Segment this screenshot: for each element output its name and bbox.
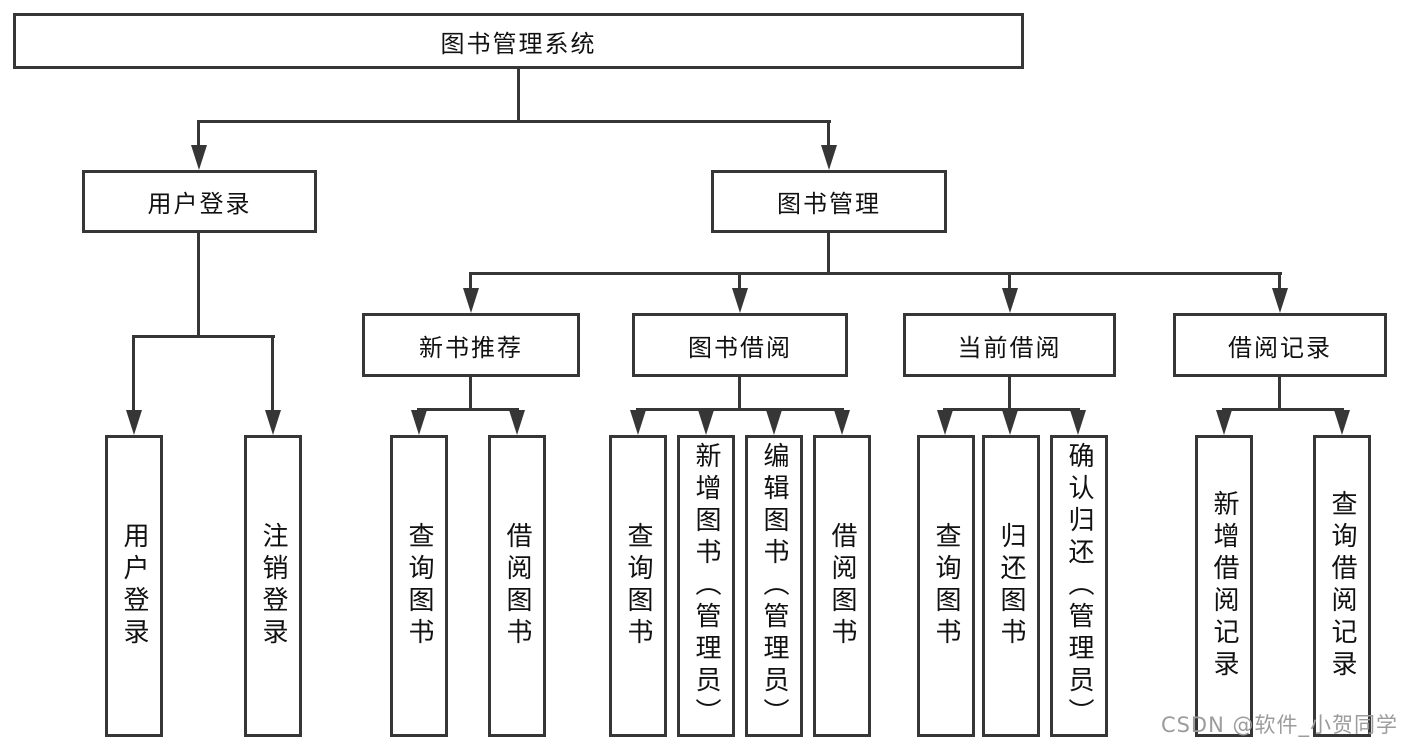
arrow-down-icon bbox=[191, 145, 207, 170]
connector-line bbox=[469, 272, 472, 288]
arrow-down-icon bbox=[698, 410, 714, 435]
connector-line bbox=[469, 272, 1282, 275]
arrow-down-icon bbox=[265, 410, 281, 435]
connector-line bbox=[197, 120, 200, 146]
leaf-bb-query-books-label: 查询图书 bbox=[623, 522, 653, 650]
connector-line bbox=[738, 377, 741, 408]
node-root-label: 图书管理系统 bbox=[440, 29, 597, 58]
arrow-down-icon bbox=[463, 288, 479, 313]
node-book-borrow: 图书借阅 bbox=[632, 313, 848, 377]
leaf-br-add-record-label: 新增借阅记录 bbox=[1209, 490, 1239, 682]
arrow-down-icon bbox=[1070, 410, 1086, 435]
arrow-down-icon bbox=[509, 410, 525, 435]
leaf-cb-confirm-return-admin-label: 确认归还（管理员） bbox=[1064, 442, 1094, 730]
connector-line bbox=[738, 272, 741, 288]
leaf-nb-borrow-books-label: 借阅图书 bbox=[502, 522, 532, 650]
leaf-bb-edit-books-admin: 编辑图书（管理员） bbox=[745, 435, 803, 737]
node-borrow-records-label: 借阅记录 bbox=[1228, 333, 1332, 362]
connector-line bbox=[469, 377, 472, 408]
arrow-down-icon bbox=[126, 410, 142, 435]
node-borrow-records: 借阅记录 bbox=[1173, 313, 1387, 377]
leaf-br-add-record: 新增借阅记录 bbox=[1195, 435, 1253, 737]
arrow-down-icon bbox=[1272, 288, 1288, 313]
leaf-bb-edit-books-admin-label: 编辑图书（管理员） bbox=[759, 442, 789, 730]
connector-line bbox=[197, 120, 831, 123]
connector-line bbox=[1278, 272, 1281, 288]
arrow-down-icon bbox=[1002, 288, 1018, 313]
connector-line bbox=[1222, 408, 1344, 411]
connector-line bbox=[1008, 377, 1011, 408]
leaf-cb-query-books-label: 查询图书 bbox=[931, 522, 961, 650]
node-user-login: 用户登录 bbox=[82, 170, 317, 233]
arrow-down-icon bbox=[834, 410, 850, 435]
arrow-down-icon bbox=[1216, 410, 1232, 435]
connector-line bbox=[827, 233, 830, 272]
leaf-br-query-record-label: 查询借阅记录 bbox=[1327, 490, 1357, 682]
leaf-bb-add-books-admin: 新增图书（管理员） bbox=[677, 435, 735, 737]
node-book-management-label: 图书管理 bbox=[777, 190, 881, 218]
node-current-borrow: 当前借阅 bbox=[903, 313, 1116, 377]
leaf-nb-borrow-books: 借阅图书 bbox=[488, 435, 546, 737]
node-root: 图书管理系统 bbox=[13, 13, 1024, 69]
arrow-down-icon bbox=[1334, 410, 1350, 435]
connector-line bbox=[197, 233, 200, 335]
leaf-bb-query-books: 查询图书 bbox=[609, 435, 667, 737]
arrow-down-icon bbox=[732, 288, 748, 313]
connector-line bbox=[271, 335, 274, 411]
node-book-borrow-label: 图书借阅 bbox=[688, 333, 792, 362]
arrow-down-icon bbox=[1002, 410, 1018, 435]
connector-line bbox=[636, 408, 844, 411]
leaf-user-login-label: 用户登录 bbox=[119, 522, 149, 650]
connector-line bbox=[1008, 272, 1011, 288]
leaf-cb-query-books: 查询图书 bbox=[917, 435, 975, 737]
arrow-down-icon bbox=[630, 410, 646, 435]
leaf-nb-query-books: 查询图书 bbox=[390, 435, 448, 737]
connector-line bbox=[1278, 377, 1281, 408]
arrow-down-icon bbox=[766, 410, 782, 435]
arrow-down-icon bbox=[821, 145, 837, 170]
leaf-user-login: 用户登录 bbox=[105, 435, 163, 737]
node-new-book-recommend: 新书推荐 bbox=[362, 313, 580, 377]
leaf-nb-query-books-label: 查询图书 bbox=[404, 522, 434, 650]
leaf-logout-label: 注销登录 bbox=[258, 522, 288, 650]
node-book-management: 图书管理 bbox=[711, 170, 947, 233]
leaf-logout: 注销登录 bbox=[244, 435, 302, 737]
leaf-bb-add-books-admin-label: 新增图书（管理员） bbox=[691, 442, 721, 730]
leaf-bb-borrow-books: 借阅图书 bbox=[813, 435, 871, 737]
leaf-bb-borrow-books-label: 借阅图书 bbox=[827, 522, 857, 650]
node-new-book-recommend-label: 新书推荐 bbox=[419, 333, 523, 362]
leaf-br-query-record: 查询借阅记录 bbox=[1313, 435, 1371, 737]
connector-line bbox=[132, 335, 275, 338]
connector-line bbox=[517, 69, 520, 120]
node-user-login-label: 用户登录 bbox=[147, 190, 252, 218]
leaf-cb-return-books: 归还图书 bbox=[982, 435, 1040, 737]
leaf-cb-confirm-return-admin: 确认归还（管理员） bbox=[1050, 435, 1108, 737]
leaf-cb-return-books-label: 归还图书 bbox=[996, 522, 1026, 650]
connector-line bbox=[132, 335, 135, 411]
connector-line bbox=[827, 120, 830, 146]
watermark-text: CSDN @软件_小贺同学 bbox=[1160, 713, 1398, 737]
connector-line bbox=[417, 408, 519, 411]
node-current-borrow-label: 当前借阅 bbox=[957, 333, 1062, 362]
arrow-down-icon bbox=[411, 410, 427, 435]
connector-line bbox=[943, 408, 1080, 411]
arrow-down-icon bbox=[937, 410, 953, 435]
